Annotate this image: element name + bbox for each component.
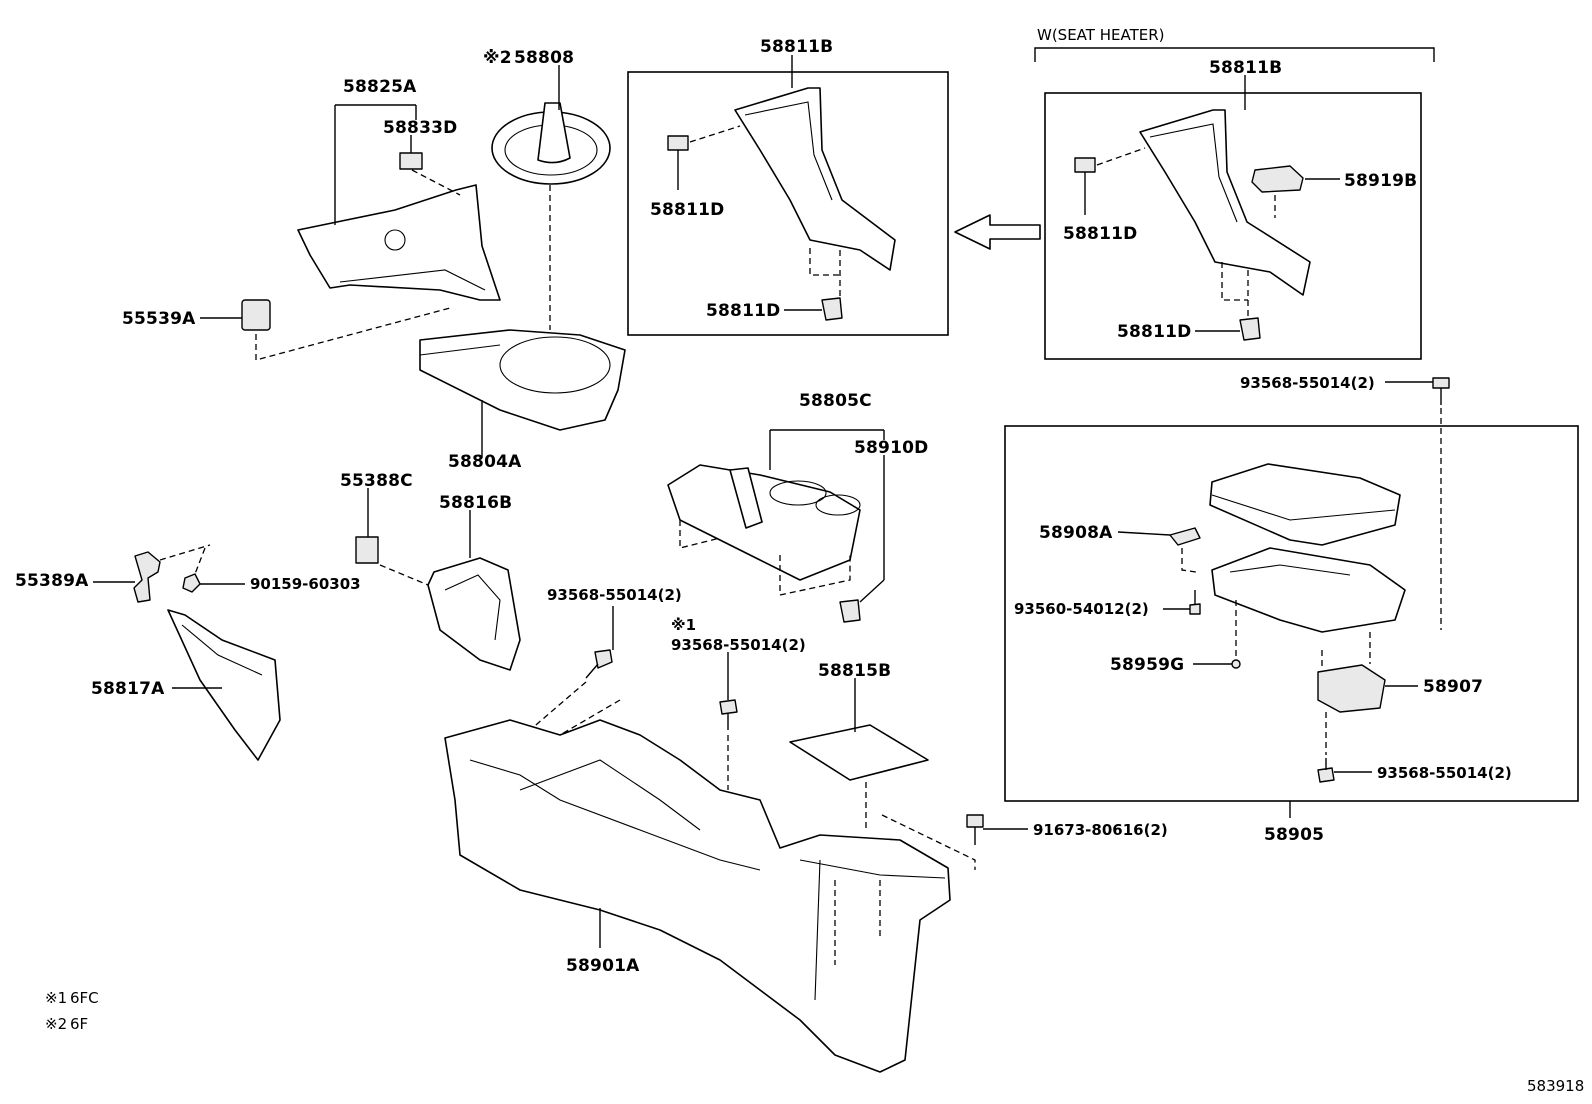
label-58816B: 58816B bbox=[439, 493, 512, 513]
part-cup-holder bbox=[667, 464, 861, 623]
part-upper-panel bbox=[297, 169, 501, 301]
label-58908A: 58908A bbox=[1039, 523, 1113, 543]
part-bracket-55389A bbox=[133, 544, 211, 603]
part-panel-58811B-left bbox=[667, 87, 896, 321]
label-58825A: 58825A bbox=[343, 77, 417, 97]
seat-heater-bracket: W(SEAT HEATER) bbox=[1034, 26, 1435, 62]
part-panel-58817A bbox=[167, 609, 281, 761]
part-clip-58833D bbox=[399, 152, 423, 170]
diagram-id: 583918 bbox=[1527, 1077, 1584, 1095]
arrow-left-icon bbox=[954, 214, 1041, 250]
mark-58808: ※2 bbox=[483, 48, 512, 68]
footnote-2-mark: ※2 bbox=[45, 1015, 67, 1033]
part-labels: ※2 58808 58825A 58833D 55539A 58804A 588… bbox=[15, 37, 1512, 976]
part-shift-boot bbox=[491, 102, 611, 330]
footnote-2-text: 6F bbox=[70, 1015, 88, 1033]
footnote-1-text: 6FC bbox=[70, 989, 99, 1007]
label-90159-60303: 90159-60303 bbox=[250, 575, 361, 593]
label-58959G: 58959G bbox=[1110, 655, 1184, 675]
part-bolt-93568-left bbox=[529, 649, 621, 736]
part-mat-58815B bbox=[789, 724, 929, 830]
part-clip-58908A bbox=[1169, 527, 1201, 573]
mark-93568-mid: ※1 bbox=[671, 616, 696, 634]
label-93560-54012: 93560-54012(2) bbox=[1014, 600, 1149, 618]
label-93568-mid: 93568-55014(2) bbox=[671, 636, 806, 654]
label-58804A: 58804A bbox=[448, 452, 522, 472]
label-91673-80616: 91673-80616(2) bbox=[1033, 821, 1168, 839]
label-58905: 58905 bbox=[1264, 825, 1324, 845]
label-58805C: 58805C bbox=[799, 391, 872, 411]
part-bolt-93568-bottom bbox=[1317, 712, 1335, 783]
footnote-1-mark: ※1 bbox=[45, 989, 67, 1007]
part-armrest-base bbox=[1211, 547, 1406, 633]
part-bolt-91673 bbox=[881, 814, 984, 870]
part-screw-93560 bbox=[1189, 590, 1201, 615]
part-shift-bezel bbox=[419, 329, 626, 431]
label-55388C: 55388C bbox=[340, 471, 413, 491]
label-55539A: 55539A bbox=[122, 309, 196, 329]
label-58833D: 58833D bbox=[383, 118, 457, 138]
frame-58811B-right bbox=[1044, 92, 1422, 360]
frame-58811B-left bbox=[627, 71, 949, 336]
label-58811B-left: 58811B bbox=[760, 37, 833, 57]
part-bolt-93568-mid bbox=[719, 699, 738, 790]
part-bolt-93568-top bbox=[1432, 377, 1450, 630]
part-switch-55539A bbox=[241, 299, 451, 361]
part-panel-58816B bbox=[427, 557, 521, 671]
part-panel-58811B-right bbox=[1074, 109, 1311, 341]
label-58815B: 58815B bbox=[818, 661, 891, 681]
label-58811D-right-bottom: 58811D bbox=[1117, 322, 1191, 342]
part-clip-55388C bbox=[355, 536, 429, 586]
footnotes: ※1 6FC ※2 6F bbox=[45, 989, 99, 1033]
label-58811B-right: 58811B bbox=[1209, 58, 1282, 78]
label-58907: 58907 bbox=[1423, 677, 1483, 697]
label-93568-top: 93568-55014(2) bbox=[1240, 374, 1375, 392]
seat-heater-label: W(SEAT HEATER) bbox=[1037, 26, 1164, 44]
frame-58905 bbox=[1004, 425, 1579, 802]
label-58817A: 58817A bbox=[91, 679, 165, 699]
label-58901A: 58901A bbox=[566, 956, 640, 976]
label-58808: 58808 bbox=[514, 48, 574, 68]
label-58811D-right-top: 58811D bbox=[1063, 224, 1137, 244]
leader-lines bbox=[93, 55, 1433, 948]
label-58811D-left-bottom: 58811D bbox=[706, 301, 780, 321]
label-93568-bottom: 93568-55014(2) bbox=[1377, 764, 1512, 782]
label-55389A: 55389A bbox=[15, 571, 89, 591]
part-armrest-lid bbox=[1209, 463, 1401, 546]
label-58811D-left-top: 58811D bbox=[650, 200, 724, 220]
label-58919B: 58919B bbox=[1344, 171, 1417, 191]
label-58910D: 58910D bbox=[854, 438, 928, 458]
part-plug-58959G bbox=[1231, 600, 1241, 669]
part-switch-58907 bbox=[1317, 632, 1386, 713]
label-93568-left: 93568-55014(2) bbox=[547, 586, 682, 604]
